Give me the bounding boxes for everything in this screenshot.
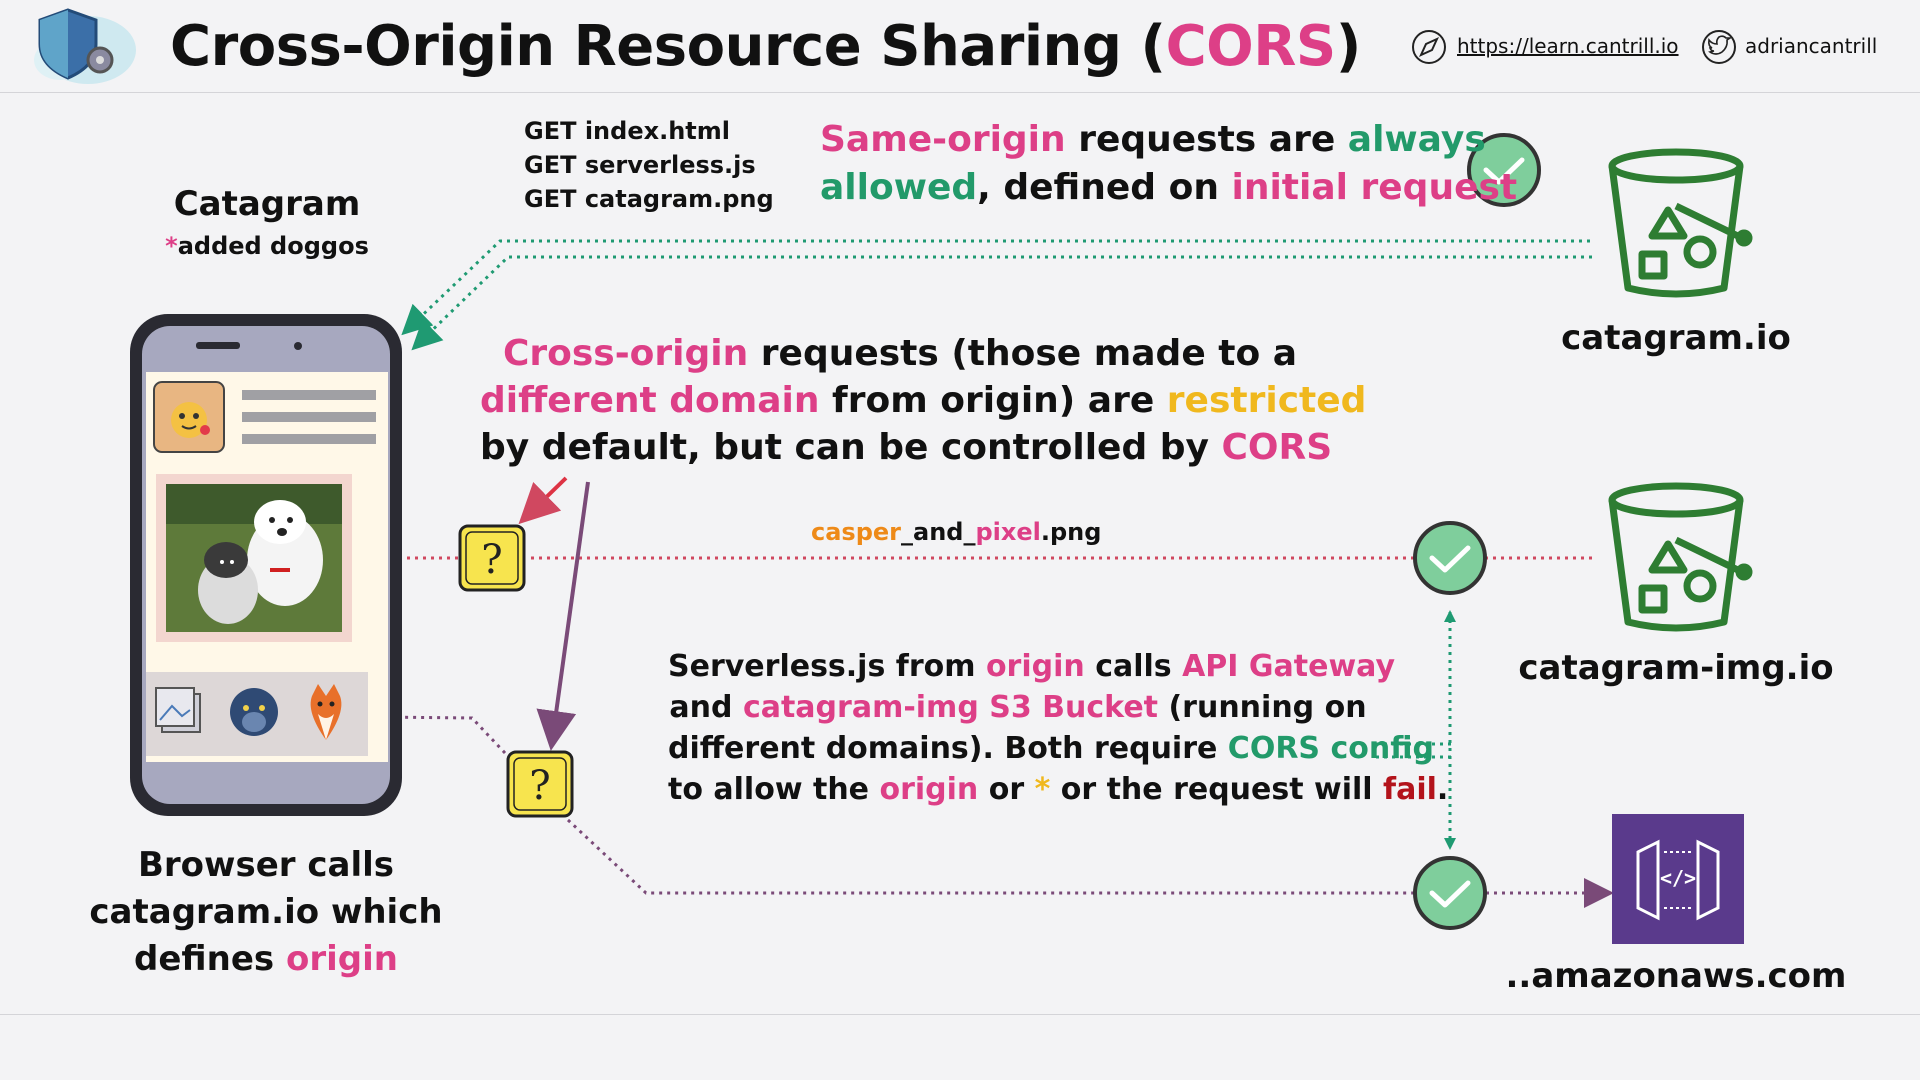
- browser-text: Browser calls catagram.io which defines …: [89, 845, 443, 979]
- compass-icon: [1412, 30, 1446, 64]
- image-filename: casper_and_pixel.png: [811, 518, 1102, 546]
- svg-text:</>: </>: [1660, 866, 1696, 890]
- gallery-icon: [155, 687, 201, 733]
- serverless-text: Serverless.js from origin calls API Gate…: [668, 649, 1449, 807]
- twitter-bird-icon: [1702, 30, 1736, 64]
- checkmark-circle-icon: [1467, 133, 1541, 207]
- website-link[interactable]: https://learn.cantrill.io: [1457, 34, 1679, 58]
- cors-config-connector: [1376, 612, 1452, 845]
- initial-requests: GET index.html GET serverless.js GET cat…: [524, 117, 774, 213]
- header-divider: [0, 92, 1920, 93]
- api-request-connector: [566, 818, 1414, 895]
- svg-text:?: ?: [481, 537, 502, 583]
- same-origin-text: Same-origin requests are always allowed,…: [820, 119, 1518, 208]
- api-gateway-icon: </>: [1612, 814, 1744, 944]
- header-icons: [1412, 30, 1736, 64]
- s3-bucket-icon: [1608, 482, 1753, 632]
- cat-emoji-icon: [153, 381, 225, 453]
- cross-origin-pointer: [536, 481, 590, 751]
- shield-gear-logo-icon: [34, 8, 136, 84]
- checkmark-circle-icon: [1413, 856, 1487, 930]
- app-note: *added doggos: [165, 232, 369, 260]
- panther-icon: [230, 688, 278, 736]
- twitter-handle[interactable]: adriancantrill: [1745, 34, 1878, 58]
- footer-divider: [0, 1014, 1920, 1015]
- s3-bucket-icon: [1608, 148, 1753, 298]
- fox-icon: [310, 684, 342, 740]
- api-label: ..amazonaws.com: [1505, 956, 1847, 996]
- checkmark-circle-icon: [1413, 521, 1487, 595]
- question-mark-icon: ?: [458, 524, 526, 592]
- question-mark-icon: ?: [506, 750, 574, 818]
- phone-mockup: [130, 314, 402, 816]
- bucket2-label: catagram-img.io: [1518, 648, 1834, 688]
- bucket1-label: catagram.io: [1561, 318, 1791, 358]
- page-title: Cross-Origin Resource Sharing (CORS): [170, 14, 1361, 79]
- same-origin-connector: [401, 239, 1592, 351]
- svg-text:?: ?: [529, 763, 550, 809]
- app-return-connector: [366, 702, 507, 755]
- restricted-pointer: [518, 476, 568, 525]
- dog-photo: [156, 474, 352, 642]
- app-title: Catagram: [173, 184, 361, 224]
- cross-origin-text: Cross-origin requests (those made to a d…: [480, 333, 1367, 468]
